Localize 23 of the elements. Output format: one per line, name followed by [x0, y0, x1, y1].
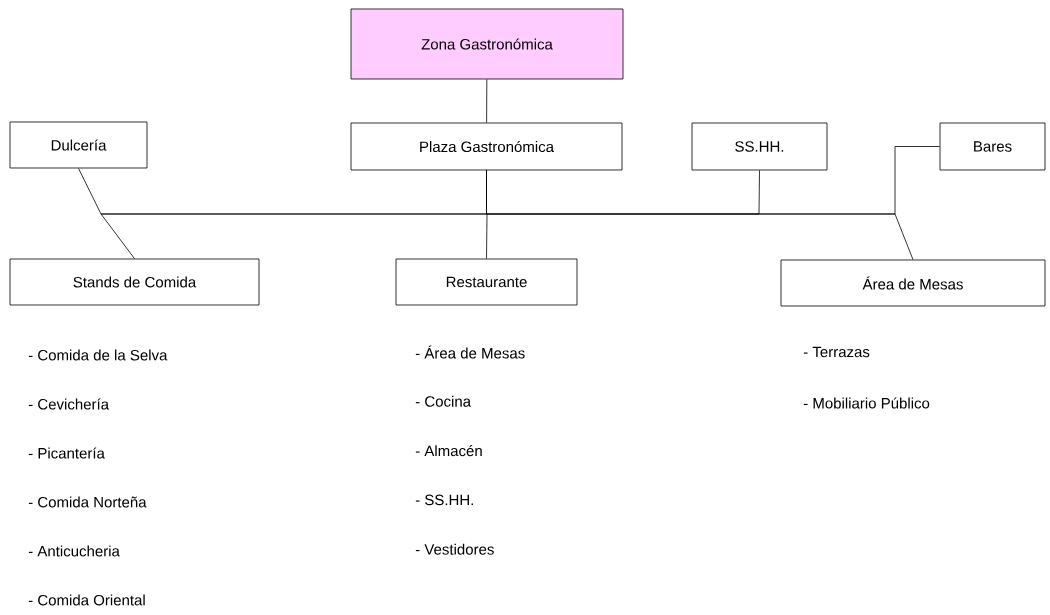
list-item: - Cevichería: [28, 398, 110, 410]
list-item: - Vestidores: [415, 543, 494, 555]
connector-line: [486, 170, 914, 260]
connector-line: [486, 79, 488, 123]
list-item: - Comida de la Selva: [28, 349, 168, 361]
box: Área de Mesas: [780, 259, 1046, 307]
box: Restaurante: [395, 258, 578, 306]
box: Plaza Gastronómica: [350, 122, 623, 171]
box: Stands de Comida: [9, 258, 260, 306]
list-item: - Comida Norteña: [28, 496, 147, 508]
list-item: - Comida Oriental: [28, 594, 145, 606]
list-item: - Mobiliario Público: [803, 397, 930, 409]
list-item: - Terrazas: [803, 346, 870, 358]
list-item: - Cocina: [415, 395, 472, 407]
list-item: - Área de Mesas: [415, 345, 525, 359]
box: Zona Gastronómica: [350, 8, 624, 80]
list-item: - Anticucheria: [28, 545, 120, 557]
list-item: - Almacén: [415, 445, 482, 457]
list-item: - Picantería: [28, 447, 105, 459]
box: Bares: [939, 122, 1046, 171]
box: Dulcería: [9, 121, 148, 169]
list-item: - SS.HH.: [415, 494, 473, 506]
box: SS.HH.: [691, 122, 828, 171]
